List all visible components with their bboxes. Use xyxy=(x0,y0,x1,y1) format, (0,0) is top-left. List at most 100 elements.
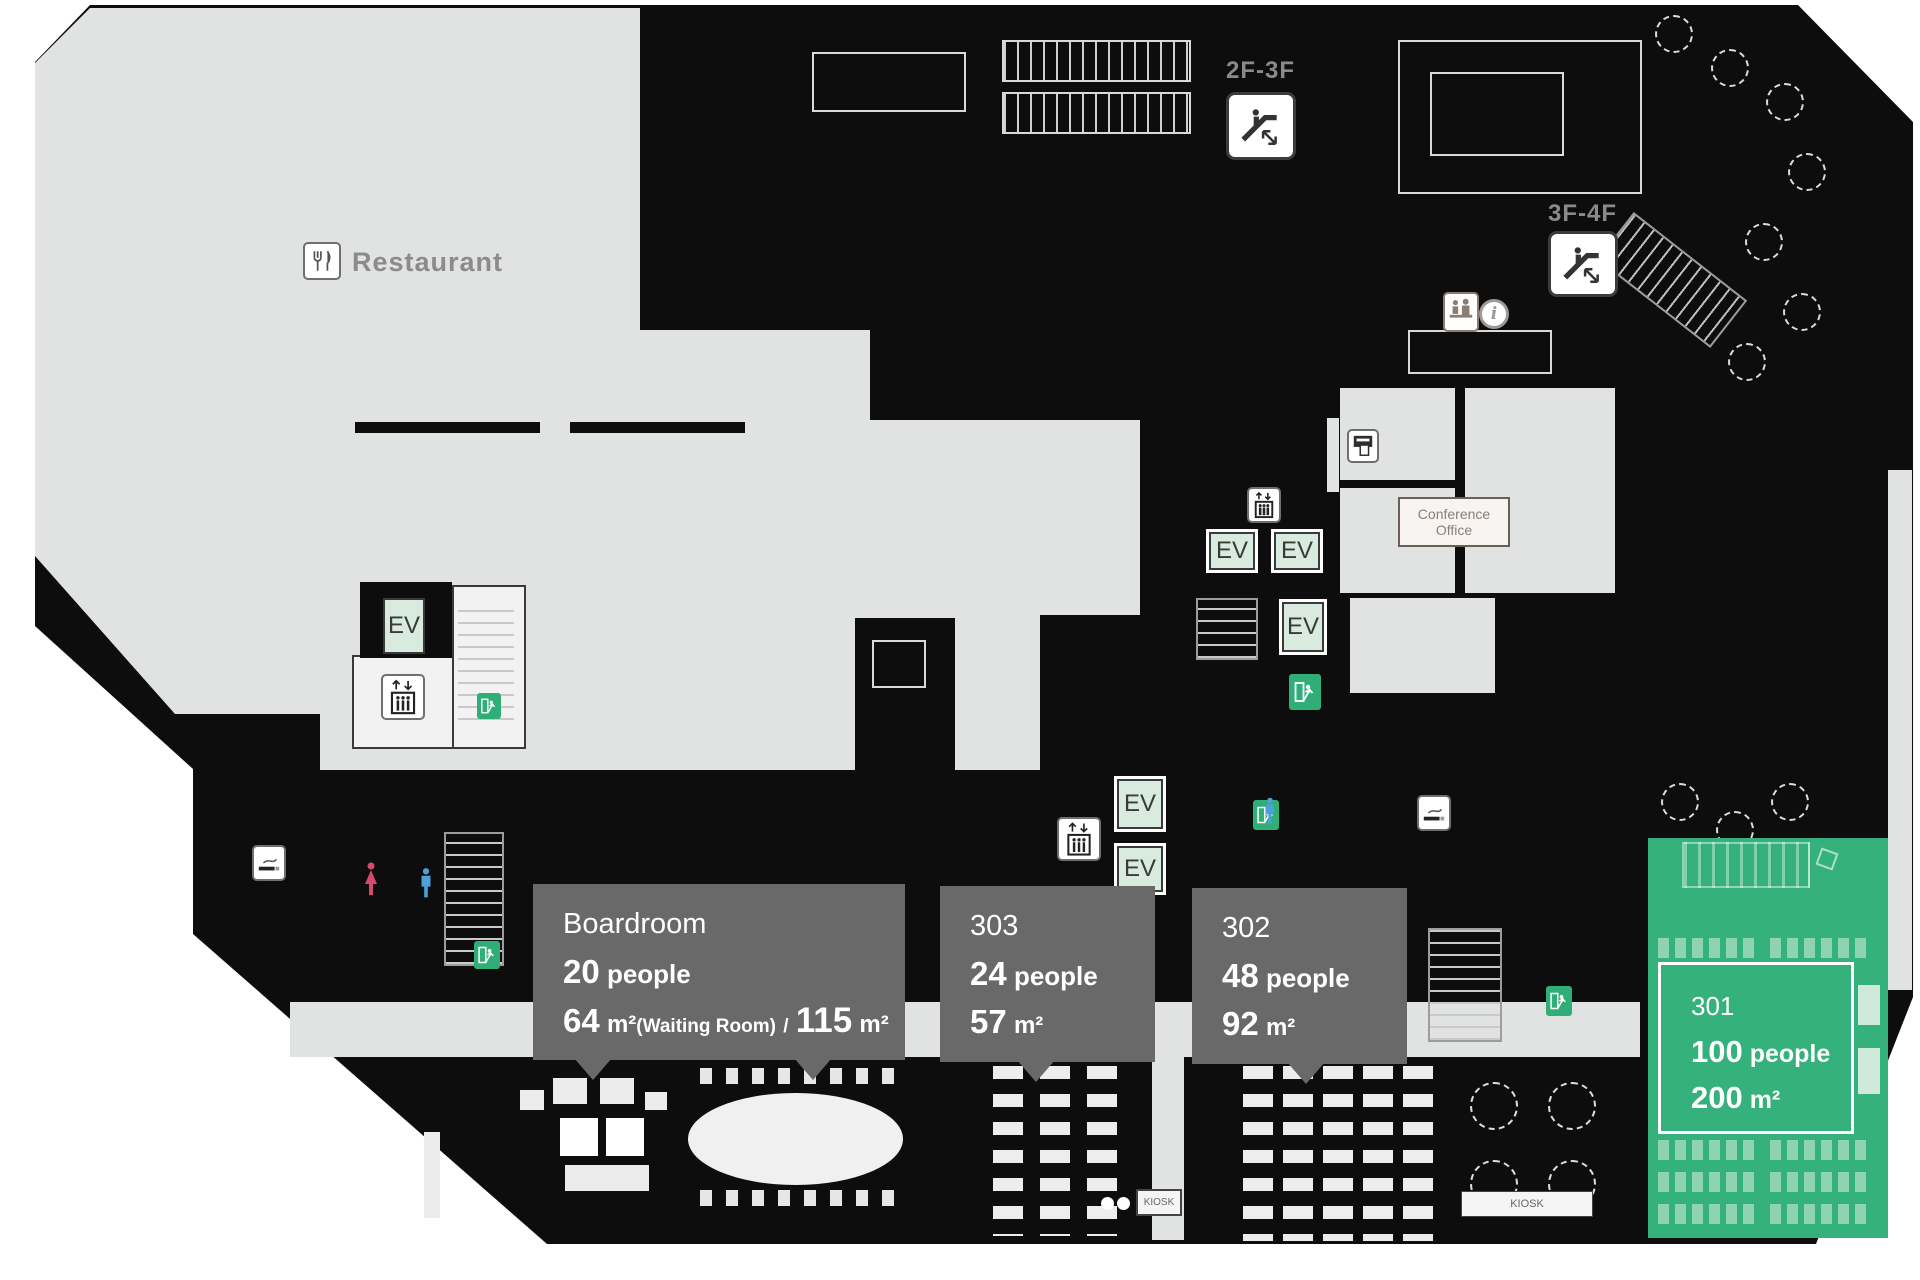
exit-icon xyxy=(477,693,501,719)
tooltip-302[interactable]: 302 48 people 92 m² xyxy=(1192,888,1407,1064)
sofa xyxy=(520,1090,544,1110)
wall-segment xyxy=(355,422,540,433)
classroom-seats xyxy=(1243,1066,1273,1241)
classroom-seats xyxy=(1403,1066,1433,1241)
classroom-seats xyxy=(1087,1066,1117,1236)
ev-label: EV xyxy=(1280,537,1313,564)
room-301-chair-row xyxy=(1658,938,1758,958)
room-301-side-table xyxy=(1858,1048,1880,1094)
round-table xyxy=(1711,49,1749,87)
toilet-male-icon xyxy=(417,867,435,899)
room-302-area: 92 xyxy=(1222,1005,1259,1042)
room-301[interactable]: 301 100 people 200 m² xyxy=(1648,838,1888,1238)
classroom-seats xyxy=(1363,1066,1393,1241)
smoking-icon xyxy=(1417,795,1451,831)
boardroom-name: Boardroom xyxy=(563,908,707,940)
room-302-name: 302 xyxy=(1222,912,1271,944)
sofa xyxy=(565,1165,649,1191)
toilet-male-icon xyxy=(1262,796,1278,826)
service-block xyxy=(855,618,955,770)
table xyxy=(560,1118,598,1156)
wall-segment xyxy=(570,422,745,433)
escalator-icon xyxy=(1226,92,1296,160)
room-301-stage xyxy=(1682,842,1810,888)
round-table xyxy=(1470,1082,1518,1130)
room-301-chair-row xyxy=(1658,1140,1758,1160)
ev-label: EV xyxy=(387,612,420,639)
wall-segment xyxy=(1455,388,1465,593)
tooltip-pointer xyxy=(1287,1062,1325,1084)
lobby-sofa-set xyxy=(1398,40,1642,194)
restaurant-icon xyxy=(303,242,341,280)
boardroom-area-total: 115 xyxy=(795,1001,853,1040)
classroom-seats xyxy=(993,1066,1023,1236)
staircase xyxy=(1196,598,1258,660)
banquet-table xyxy=(1002,40,1191,82)
room-301-label[interactable]: 301 100 people 200 m² xyxy=(1658,962,1854,1134)
chairs-row xyxy=(700,1190,895,1206)
boardroom-capacity: 20 xyxy=(563,953,600,990)
stage-platform xyxy=(812,52,966,112)
kiosk-label: KIOSK xyxy=(1461,1191,1593,1217)
shelf xyxy=(424,1132,440,1218)
kiosk-text: KIOSK xyxy=(1143,1197,1175,1208)
round-table xyxy=(1661,783,1699,821)
ev-box: EV xyxy=(1282,602,1324,652)
boardroom-area-unit: m² xyxy=(606,1011,637,1038)
kiosk-label: KIOSK xyxy=(1136,1189,1182,1216)
boardroom-table xyxy=(688,1093,903,1185)
room-301-area: 200 xyxy=(1691,1080,1743,1115)
boardroom-area-separator: / xyxy=(783,1016,789,1037)
conference-office-line2: Office xyxy=(1435,522,1473,538)
elevator-shaft-block xyxy=(1040,615,1168,773)
boardroom-area-total-unit: m² xyxy=(859,1011,889,1038)
floor-conference-area xyxy=(1340,388,1615,593)
tooltip-boardroom[interactable]: Boardroom 20 people 64 m²(Waiting Room) … xyxy=(533,884,905,1060)
toilet-female-icon xyxy=(361,862,381,896)
sofa xyxy=(645,1092,667,1110)
round-table xyxy=(1745,223,1783,261)
classroom-seats xyxy=(1283,1066,1313,1241)
kiosk-stool xyxy=(1101,1197,1114,1210)
room-301-area-unit: m² xyxy=(1749,1086,1781,1114)
room-303-capacity: 24 xyxy=(970,955,1007,992)
room-303-capacity-unit: people xyxy=(1013,961,1098,991)
boardroom-area-main: 64 xyxy=(563,1002,600,1039)
round-table xyxy=(1771,783,1809,821)
elevator-icon xyxy=(1247,487,1281,523)
sofa xyxy=(553,1078,587,1104)
ev-label: EV xyxy=(1123,855,1156,882)
room-303-name: 303 xyxy=(970,910,1019,942)
conference-office-label: Conference Office xyxy=(1398,497,1510,547)
escalator-2f3f-label: 2F-3F xyxy=(1226,57,1296,84)
boardroom-capacity-unit: people xyxy=(606,959,691,989)
floor-passage xyxy=(1327,418,1339,492)
tooltip-pointer xyxy=(1017,1060,1055,1082)
boardroom-area-note: (Waiting Room) xyxy=(636,1016,776,1037)
banquet-table xyxy=(1002,92,1191,134)
room-301-chair-row xyxy=(1770,1140,1870,1160)
tooltip-303[interactable]: 303 24 people 57 m² xyxy=(940,886,1155,1062)
round-table xyxy=(1766,83,1804,121)
round-table xyxy=(1655,15,1693,53)
room-301-name: 301 xyxy=(1691,991,1735,1021)
room-302-capacity: 48 xyxy=(1222,957,1259,994)
kiosk-text: KIOSK xyxy=(1510,1198,1544,1210)
room-303-area-unit: m² xyxy=(1013,1012,1044,1039)
room-302-capacity-unit: people xyxy=(1265,963,1350,993)
room-301-lectern xyxy=(1815,847,1839,871)
room-302-area-unit: m² xyxy=(1265,1014,1296,1041)
room-301-capacity-unit: people xyxy=(1749,1040,1831,1068)
restaurant-label: Restaurant xyxy=(352,247,504,277)
floor-conference-area xyxy=(1350,598,1495,693)
ev-label: EV xyxy=(1286,613,1319,640)
ev-label: EV xyxy=(1123,790,1156,817)
room-301-chair-row xyxy=(1658,1172,1758,1192)
ev-box: EV xyxy=(1117,779,1163,829)
staircase xyxy=(1428,928,1502,1042)
tooltip-pointer xyxy=(794,1058,832,1080)
round-table xyxy=(1728,343,1766,381)
room-301-chair-row xyxy=(1770,1172,1870,1192)
ev-label: EV xyxy=(1215,537,1248,564)
